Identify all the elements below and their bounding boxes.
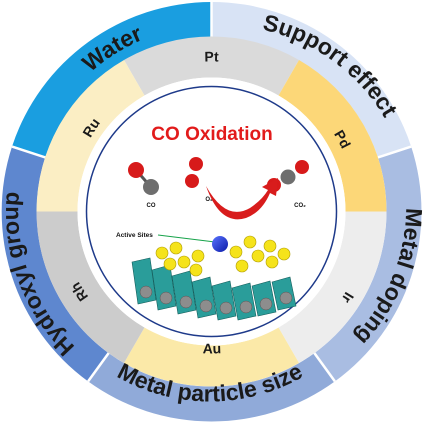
center-border bbox=[85, 85, 338, 338]
label-active-sites: Active Sites bbox=[116, 232, 153, 239]
o2-molecule bbox=[185, 157, 203, 188]
o2-atom-top bbox=[189, 157, 203, 171]
title-co-oxidation: CO Oxidation bbox=[151, 124, 272, 145]
label-co2: CO₂ bbox=[294, 203, 306, 209]
label-pt: Pt bbox=[204, 48, 219, 64]
segment-pd bbox=[278, 60, 387, 212]
co2-oxygen-atom-right bbox=[295, 160, 309, 174]
sector-water bbox=[12, 2, 212, 158]
segment-ru bbox=[36, 60, 145, 212]
segment-au bbox=[124, 327, 299, 387]
sector-metal-particle-size bbox=[88, 353, 335, 422]
label-pd: Pd bbox=[331, 127, 354, 151]
segment-ir bbox=[278, 211, 387, 363]
segment-rh bbox=[36, 211, 145, 363]
metal-ring bbox=[36, 36, 387, 387]
active-sites-pointer bbox=[157, 234, 216, 243]
catalyst-surface bbox=[131, 235, 297, 321]
label-o2: O₂ bbox=[205, 197, 213, 203]
label-au: Au bbox=[203, 340, 222, 356]
label-co: CO bbox=[147, 203, 156, 209]
sector-hydroxyl-group bbox=[1, 146, 109, 382]
supported-metal-atoms bbox=[155, 235, 291, 277]
reaction-arrow bbox=[206, 178, 278, 220]
co-molecule bbox=[128, 162, 159, 195]
co2-carbon-atom bbox=[280, 169, 296, 185]
active-site-atom bbox=[212, 236, 228, 252]
o2-atom-bottom bbox=[185, 174, 199, 188]
sector-support-effect bbox=[211, 1, 412, 158]
co-carbon-atom bbox=[143, 179, 159, 195]
co-oxygen-atom bbox=[128, 162, 144, 178]
support-grey-atoms bbox=[139, 285, 293, 315]
sector-metal-doping bbox=[314, 146, 422, 382]
segment-pt bbox=[124, 36, 299, 96]
